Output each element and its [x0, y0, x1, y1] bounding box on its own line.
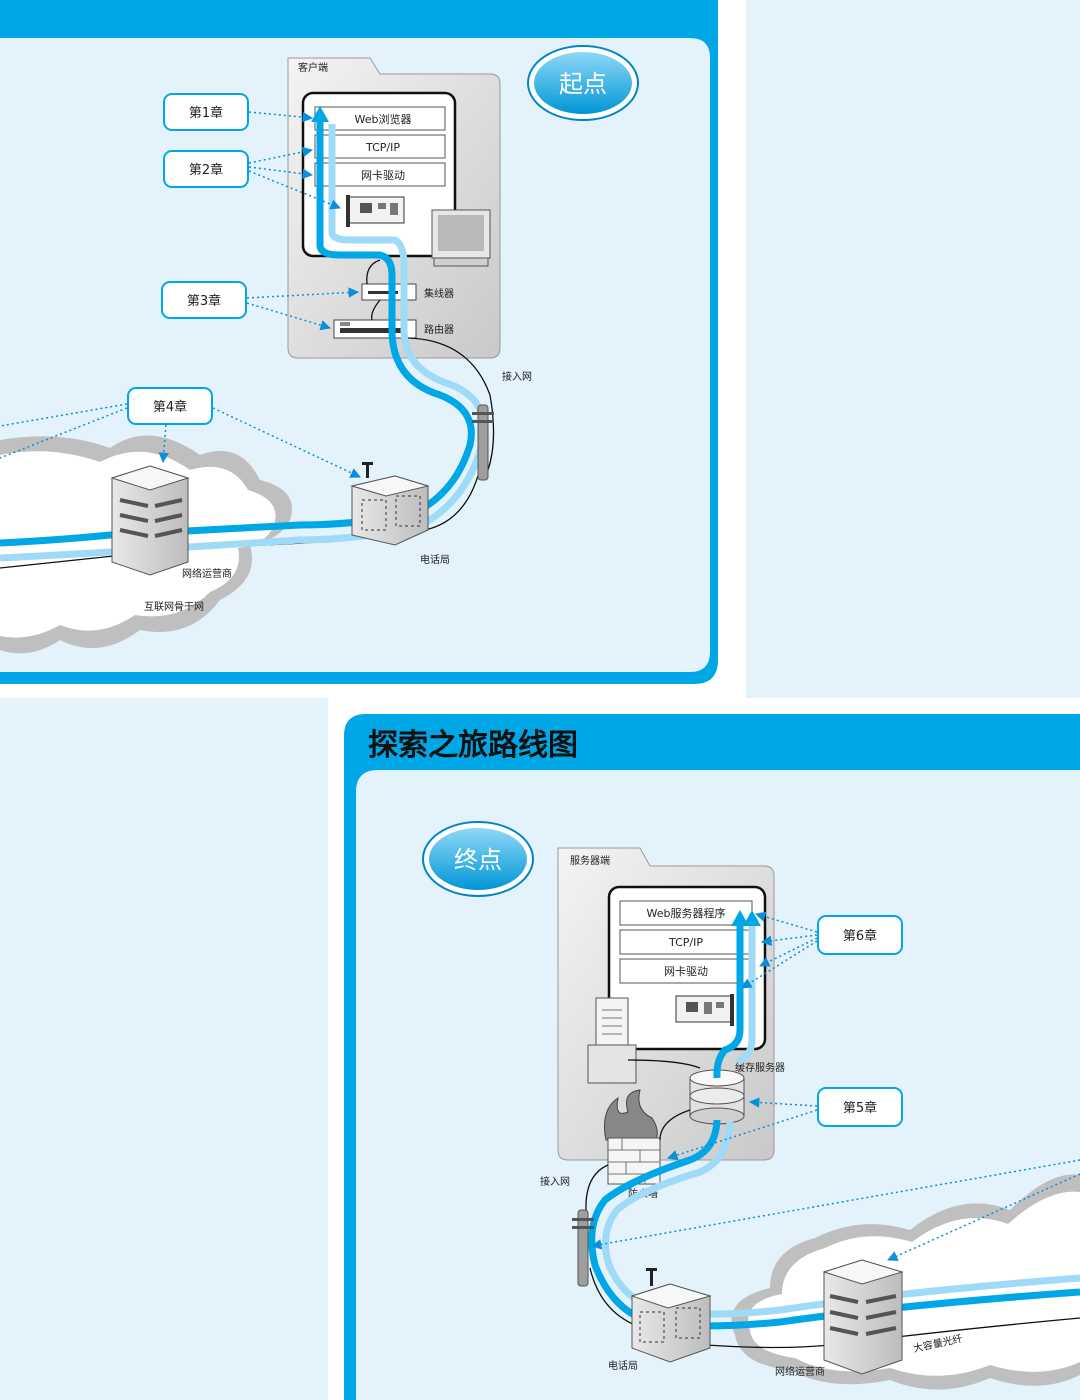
access-pole-icon	[472, 404, 494, 481]
chapter-3-box: 第3章	[161, 281, 247, 319]
chapter-3-label: 第3章	[187, 293, 221, 309]
layer-label: TCP/IP	[365, 141, 400, 154]
chapter-pointers	[0, 111, 361, 478]
server-title: 服务器端	[570, 854, 610, 867]
hub-label: 集线器	[424, 287, 454, 300]
isp-label: 网络运营商	[775, 1365, 825, 1378]
chapter-2-label: 第2章	[189, 162, 223, 178]
chapter-2-box: 第2章	[163, 150, 249, 188]
server-box: 服务器端 Web服务器程序 TCP/IP 网卡驱动	[557, 847, 785, 1161]
layer-label: 网卡驱动	[361, 169, 405, 182]
telco-label: 电话局	[420, 553, 450, 566]
cache-server-icon	[689, 1069, 745, 1125]
cable-black	[371, 299, 381, 321]
page-title: 探索之旅路线图	[368, 728, 578, 763]
end-badge: 终点	[422, 821, 534, 897]
access-net-label: 接入网	[540, 1175, 570, 1188]
flow-arrow-head	[311, 106, 329, 122]
layer-tcpip	[314, 134, 446, 159]
cache-server-label: 缓存服务器	[735, 1061, 785, 1074]
layer-label: Web浏览器	[355, 112, 412, 126]
telco-building-icon	[350, 462, 430, 546]
cable-black	[589, 1267, 636, 1326]
layer-web-server-app	[619, 900, 753, 926]
top-panel: 客户端 Web浏览器 TCP/IP 网卡驱动	[0, 0, 1080, 698]
client-title: 客户端	[298, 61, 328, 74]
backbone-label: 互联网骨干网	[144, 601, 204, 613]
bottom-panel: 探索之旅路线图 服务器端 Web服务器程序 TCP/IP 网卡驱动	[0, 698, 1080, 1400]
cable-black	[659, 1109, 691, 1141]
layer-label: 网卡驱动	[664, 965, 708, 978]
chapter-1-label: 第1章	[189, 105, 223, 121]
layer-nic-driver	[314, 162, 446, 187]
telco-label: 电话局	[608, 1359, 638, 1372]
layer-label: TCP/IP	[668, 936, 703, 949]
nic-card-icon	[675, 994, 734, 1026]
chapter-5-label: 第5章	[843, 1100, 877, 1116]
chapter-6-label: 第6章	[843, 928, 877, 944]
cable-black	[366, 259, 381, 285]
chapter-4-box: 第4章	[127, 387, 213, 425]
telco-building-icon	[630, 1268, 712, 1363]
right-side-fill	[746, 0, 1080, 698]
cable-black	[585, 1164, 609, 1211]
start-badge: 起点	[527, 45, 639, 121]
end-badge-label: 终点	[454, 846, 502, 874]
flow-arrow-head	[731, 910, 749, 926]
chapter-6-box: 第6章	[817, 915, 903, 955]
nic-card-icon	[346, 195, 405, 227]
router-label: 路由器	[424, 323, 454, 336]
isp-building-icon	[822, 1259, 904, 1375]
flow-arrow-head	[743, 910, 761, 926]
layer-label: Web服务器程序	[647, 906, 726, 920]
cable-black	[407, 337, 495, 471]
cable-black	[627, 1059, 701, 1069]
layer-tcpip	[619, 929, 753, 955]
chapter-1-box: 第1章	[163, 93, 249, 131]
access-pole-icon	[572, 1209, 594, 1287]
start-badge-label: 起点	[559, 70, 607, 98]
server-tower-icon	[587, 997, 637, 1084]
isp-building-icon	[110, 465, 190, 576]
left-side-fill	[0, 698, 328, 1400]
isp-label: 网络运营商	[182, 567, 232, 580]
chapter-4-label: 第4章	[153, 399, 187, 415]
access-net-label: 接入网	[502, 370, 532, 383]
chapter-5-box: 第5章	[817, 1087, 903, 1127]
monitor-icon	[431, 209, 491, 267]
chapter-pointers	[590, 911, 1080, 1261]
